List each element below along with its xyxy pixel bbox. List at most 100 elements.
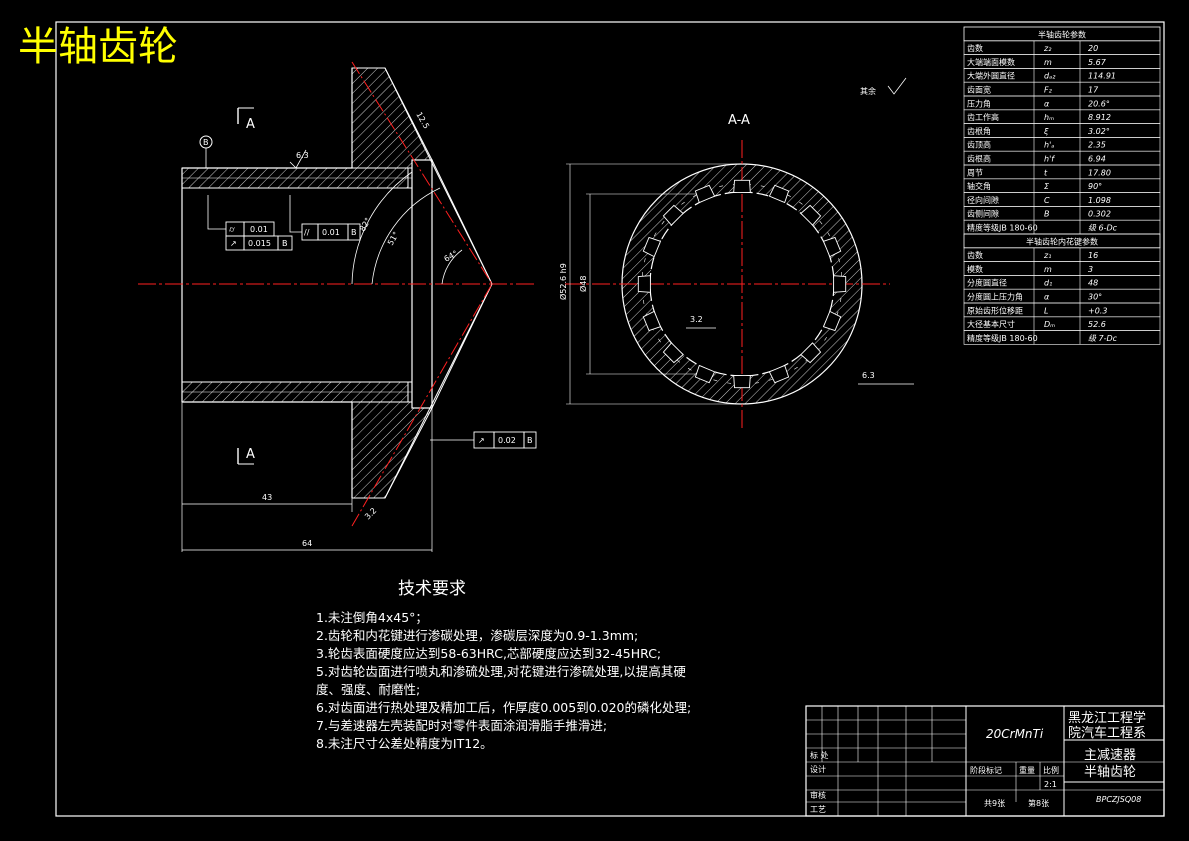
param-cell: z₂ — [1043, 44, 1052, 53]
param-row — [963, 261, 1161, 276]
param-cell: m — [1044, 265, 1052, 274]
param-row — [963, 123, 1161, 138]
drawing-title: 半轴齿轮 — [18, 24, 178, 70]
param-cell: 大端外圆直径 — [967, 71, 1015, 81]
param-cell: 20 — [1088, 44, 1098, 53]
param-cell: 精度等级JB 180-60 — [967, 333, 1038, 343]
param-cell: 0.302 — [1088, 210, 1111, 219]
spline-tooth — [768, 364, 790, 384]
param-cell: L — [1044, 306, 1048, 315]
tech-item-2: 2.齿轮和内花键进行渗碳处理，渗碳层深度为0.9-1.3mm; — [316, 628, 638, 643]
tb-sheet-no: 第8张 — [1028, 798, 1049, 808]
tol1-symbol: ⌭ — [229, 225, 235, 234]
param-cell: 齿数 — [967, 250, 983, 260]
param-cell: 1.098 — [1088, 196, 1111, 205]
param-cell: Σ — [1044, 182, 1050, 191]
tech-item-8: 8.未注尺寸公差处精度为IT12。 — [316, 736, 493, 751]
param-cell: hₘ — [1044, 113, 1054, 122]
param-cell: 模数 — [967, 264, 983, 274]
tech-requirements: 技术要求 1.未注倒角4x45°； 2.齿轮和内花键进行渗碳处理，渗碳层深度为0… — [316, 579, 691, 751]
spline-tooth — [642, 236, 662, 258]
tech-item-6: 6.对齿面进行热处理及精加工后，作厚度0.005到0.020的磷化处理; — [316, 700, 691, 715]
tb-material: 20CrMnTi — [986, 727, 1044, 741]
param-header: 半轴齿轮内花键参数 — [1026, 236, 1098, 246]
angle-arc-1 — [351, 171, 413, 285]
angle-arc-3 — [441, 249, 463, 285]
param-cell: 齿根角 — [967, 126, 991, 136]
tol4-symbol: ↗ — [478, 436, 485, 445]
tech-item-1: 1.未注倒角4x45°； — [316, 610, 428, 625]
tolerance-leader-3 — [289, 195, 302, 233]
param-cell: d₁ — [1044, 279, 1052, 288]
param-cell: α — [1044, 99, 1050, 108]
tol3-symbol: // — [304, 228, 310, 237]
param-row — [963, 247, 1161, 262]
param-row — [963, 150, 1161, 166]
roughness-r4: 6.3 — [862, 371, 875, 380]
param-cell: 齿侧间隙 — [967, 209, 999, 219]
param-cell: t — [1044, 168, 1048, 177]
roughness-general: 其余 — [860, 86, 876, 96]
roughness-r1-sym — [289, 149, 307, 169]
param-cell: 精度等级JB 180-60 — [967, 223, 1038, 233]
tol2-symbol: ↗ — [230, 239, 237, 248]
param-cell: 压力角 — [967, 98, 991, 108]
roughness-r1: 6.3 — [296, 151, 309, 160]
tech-item-3: 3.轮齿表面硬度应达到58-63HRC,芯部硬度应达到32-45HRC; — [316, 646, 661, 661]
tb-school-1: 黑龙江工程学 — [1068, 710, 1146, 726]
contour-outer — [182, 68, 353, 169]
param-row — [963, 81, 1161, 97]
spline-tooth — [694, 184, 716, 204]
spline-tooth — [768, 184, 790, 204]
roughness-r5: 3.2 — [690, 315, 703, 324]
tolerance-frame-3: // 0.01 B — [301, 223, 361, 241]
section-a-bottom-label: A — [246, 447, 255, 462]
spline-tooth — [662, 342, 684, 364]
cone-lower — [384, 283, 493, 499]
tolerance-leader-1 — [207, 195, 226, 230]
param-cell: 原始齿形位移距 — [967, 305, 1023, 315]
param-cell: C — [1044, 196, 1050, 205]
param-row — [963, 137, 1161, 152]
section-view-left: 82° 51° 64° A A B 6.3 12.5 3.2 ⌭ 0.01 ↗ — [138, 61, 537, 552]
section-a-top-label: A — [246, 117, 255, 132]
tolerance-frame-4: ↗ 0.02 B — [473, 431, 537, 449]
param-cell: 17 — [1088, 86, 1099, 95]
dim-dia-48: Ø48 — [578, 276, 588, 292]
param-cell: 大端端面模数 — [967, 57, 1015, 67]
spline-tooth — [733, 179, 751, 193]
param-cell: 20.6° — [1088, 99, 1110, 108]
spline-tooth — [637, 275, 651, 293]
tol4-datum: B — [527, 436, 533, 445]
drawing-border — [55, 21, 1165, 817]
title-block: 标 处 设计 审核 工艺 20CrMnTi 阶段标记 重量 比例 2:1 共9张… — [805, 705, 1165, 817]
param-cell: 48 — [1088, 279, 1098, 288]
param-cell: 周节 — [967, 168, 983, 177]
param-cell: 2.35 — [1088, 141, 1106, 150]
param-cell: 大径基本尺寸 — [967, 319, 1015, 329]
param-cell: 齿工作高 — [967, 112, 999, 122]
spline-tooth — [800, 204, 822, 226]
param-cell: F₂ — [1044, 86, 1053, 95]
dim-dia-52: Ø52.6 h9 — [558, 263, 568, 300]
tol1-value: 0.01 — [250, 225, 268, 234]
param-cell: 分度圆直径 — [967, 278, 1007, 288]
param-cell: 8.912 — [1088, 113, 1111, 122]
tech-item-4: 5.对齿轮齿面进行喷丸和渗硫处理,对花键进行渗硫处理,以提高其硬 — [316, 664, 686, 679]
tb-product-2: 半轴齿轮 — [1084, 765, 1136, 780]
param-cell: 16 — [1088, 251, 1098, 260]
dim-64: 64 — [302, 539, 312, 548]
angle-arc-2 — [371, 187, 441, 285]
param-cell: 6.94 — [1088, 155, 1106, 164]
tb-review: 审核 — [810, 790, 826, 800]
param-cell: 114.91 — [1088, 72, 1116, 81]
roughness-r2: 12.5 — [414, 111, 431, 131]
spline-tooth — [822, 310, 842, 332]
param-cell: 齿根高 — [967, 154, 991, 164]
spline-tooth — [800, 342, 822, 364]
param-cell: +0.3 — [1088, 306, 1107, 315]
param-cell: 分度圆上压力角 — [967, 292, 1023, 302]
tb-weight: 重量 — [1019, 765, 1035, 775]
